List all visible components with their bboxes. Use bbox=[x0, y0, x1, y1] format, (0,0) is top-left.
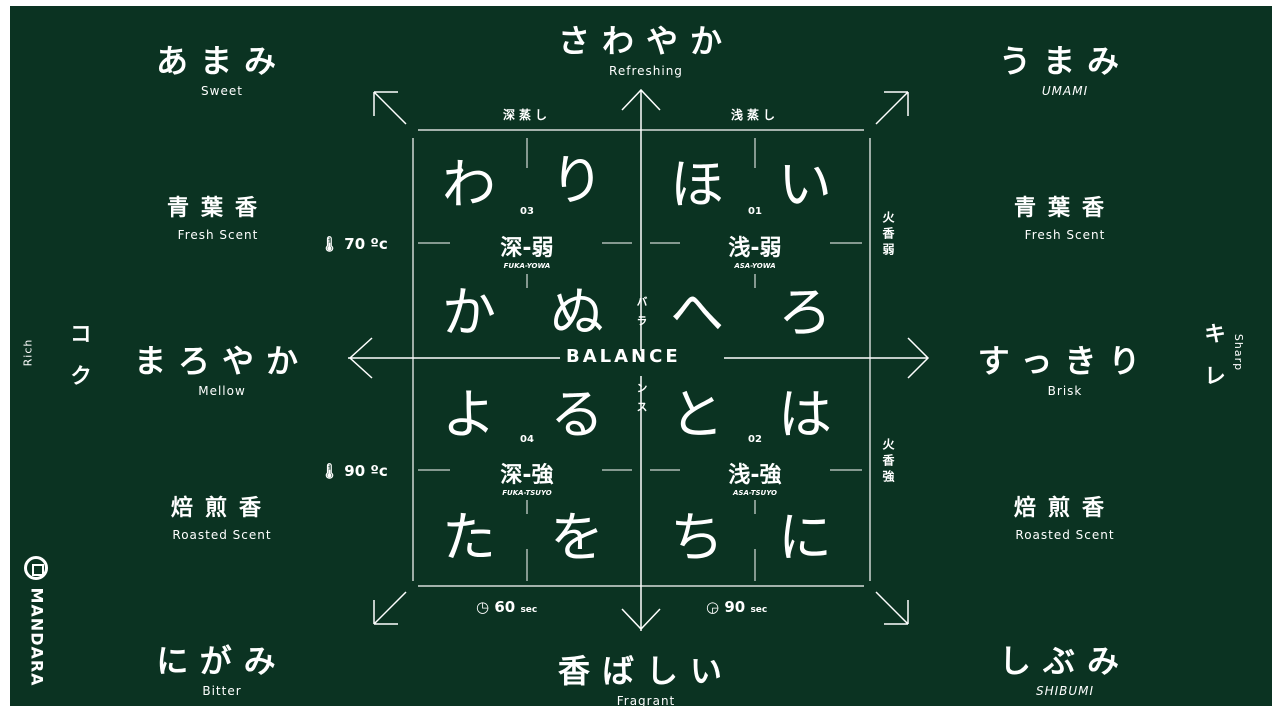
right-label-jp: すっきり bbox=[977, 342, 1153, 380]
corner-br: しぶみ SHIBUMI bbox=[999, 636, 1131, 698]
time-right-unit: sec bbox=[750, 605, 768, 615]
scent-right-bottom: 焙煎香 Roasted Scent bbox=[1014, 490, 1116, 542]
col-header-fukamushi: 深蒸し bbox=[502, 108, 552, 122]
corner-br-jp: しぶみ bbox=[998, 642, 1132, 680]
col-header-asamushi: 浅蒸し bbox=[730, 108, 780, 122]
scent-left-top-jp: 青葉香 bbox=[166, 196, 270, 221]
temp-top-unit: ºc bbox=[370, 235, 388, 253]
balance-jp-upper: バラ bbox=[635, 296, 648, 334]
koku-label: コク bbox=[66, 322, 91, 406]
kana-ho: ほ bbox=[670, 153, 724, 216]
corner-tr: うまみ UMAMI bbox=[999, 36, 1131, 98]
scent-left-top-en: Fresh Scent bbox=[177, 228, 259, 242]
bottom-label-jp: 香ばしい bbox=[557, 652, 735, 690]
temp-top-value: 70 bbox=[344, 235, 366, 253]
corner-tl: あまみ Sweet bbox=[156, 36, 288, 98]
time-right: ◶ 90 sec bbox=[706, 598, 767, 616]
kana-to: と bbox=[670, 383, 724, 446]
corner-tr-jp: うまみ bbox=[998, 42, 1132, 80]
kana-chi: ち bbox=[670, 506, 724, 569]
bottom-label: 香ばしい Fragrant bbox=[558, 646, 734, 706]
clock-icon: ◷ bbox=[476, 598, 490, 616]
kana-he: へ bbox=[670, 281, 724, 344]
kana-ri: り bbox=[550, 149, 604, 212]
kana-ka: か bbox=[442, 281, 496, 344]
quadrant-03-number: 03 bbox=[520, 206, 534, 217]
corner-br-en: SHIBUMI bbox=[1035, 684, 1095, 698]
corner-bl: にがみ Bitter bbox=[156, 636, 287, 698]
left-label-en: Mellow bbox=[198, 384, 246, 398]
quadrant-02-label: 浅-強 bbox=[728, 463, 782, 488]
temp-bottom: 🌡 90 ºc bbox=[320, 462, 388, 480]
left-label: まろやか Mellow bbox=[134, 336, 310, 398]
clock-icon: ◶ bbox=[706, 598, 720, 616]
row-header-hikayowa: 火香弱 bbox=[881, 211, 895, 259]
quadrant-03-label: 深-弱 bbox=[500, 236, 554, 261]
right-label: すっきり Brisk bbox=[978, 336, 1153, 398]
top-label: さわやか Refreshing bbox=[558, 16, 734, 78]
kana-ta: た bbox=[442, 506, 496, 569]
quadrant-01-romaji: ASA-YOWA bbox=[734, 262, 776, 270]
kana-ro: ろ bbox=[778, 281, 832, 344]
scent-right-bottom-jp: 焙煎香 bbox=[1013, 496, 1117, 521]
corner-tl-jp: あまみ bbox=[155, 42, 289, 80]
corner-bl-en: Bitter bbox=[202, 684, 242, 698]
kana-yo: よ bbox=[442, 383, 496, 446]
quadrant-02-romaji: ASA-TSUYO bbox=[732, 489, 778, 497]
scent-right-top: 青葉香 Fresh Scent bbox=[1014, 190, 1116, 242]
thermometer-icon: 🌡 bbox=[320, 462, 340, 480]
arrow-down bbox=[621, 608, 661, 631]
balance-label: BALANCE bbox=[566, 346, 681, 367]
scent-left-bottom-en: Roasted Scent bbox=[172, 528, 272, 542]
time-left-value: 60 bbox=[494, 598, 516, 616]
quadrant-02-number: 02 bbox=[748, 434, 762, 445]
bottom-label-en: Fragrant bbox=[616, 694, 676, 706]
quadrant-04-label: 深-強 bbox=[500, 463, 554, 488]
kana-ha: は bbox=[778, 383, 832, 446]
corner-tr-en: UMAMI bbox=[1041, 84, 1089, 98]
arrow-right bbox=[907, 337, 930, 379]
kana-ni: に bbox=[778, 506, 832, 569]
arrow-left bbox=[348, 337, 373, 379]
mandara-logo-icon bbox=[24, 556, 48, 580]
top-label-en: Refreshing bbox=[609, 64, 683, 78]
temp-bottom-unit: ºc bbox=[370, 462, 388, 480]
balance-jp-lower: ンス bbox=[635, 382, 648, 420]
kana-i: い bbox=[778, 153, 832, 216]
temp-top: 🌡 70 ºc bbox=[320, 235, 388, 253]
rich-label: Rich bbox=[21, 338, 35, 367]
corner-tl-en: Sweet bbox=[201, 84, 243, 98]
quadrant-04-number: 04 bbox=[520, 434, 534, 445]
kire-label: キレ bbox=[1200, 322, 1225, 406]
scent-left-top: 青葉香 Fresh Scent bbox=[167, 190, 269, 242]
corner-bl-jp: にがみ bbox=[156, 642, 288, 680]
right-label-en: Brisk bbox=[1047, 384, 1083, 398]
tea-flavor-chart: さわやか Refreshing 香ばしい Fragrant まろやか Mello… bbox=[10, 6, 1272, 706]
scent-left-bottom-jp: 焙煎香 bbox=[170, 496, 274, 521]
sharp-label: Sharp bbox=[1232, 333, 1246, 372]
kana-ru: る bbox=[550, 383, 604, 446]
scent-right-top-jp: 青葉香 bbox=[1013, 196, 1117, 221]
time-right-value: 90 bbox=[724, 598, 746, 616]
kana-wo: を bbox=[550, 506, 604, 569]
scent-left-bottom: 焙煎香 Roasted Scent bbox=[171, 490, 273, 542]
top-label-jp: さわやか bbox=[557, 22, 735, 60]
scent-right-top-en: Fresh Scent bbox=[1024, 228, 1106, 242]
scent-right-bottom-en: Roasted Scent bbox=[1015, 528, 1115, 542]
axes-and-grid bbox=[348, 88, 930, 631]
time-left: ◷ 60 sec bbox=[476, 598, 537, 616]
row-header-hikatsuyo: 火香強 bbox=[881, 438, 895, 486]
kana-wa: わ bbox=[442, 153, 496, 216]
quadrant-01-label: 浅-弱 bbox=[728, 236, 782, 261]
time-left-unit: sec bbox=[520, 605, 538, 615]
kana-nu: ぬ bbox=[550, 281, 604, 344]
left-label-jp: まろやか bbox=[133, 342, 311, 380]
quadrant-04-romaji: FUKA-TSUYO bbox=[502, 489, 552, 497]
quadrant-01-number: 01 bbox=[748, 206, 762, 217]
quadrant-03-romaji: FUKA-YOWA bbox=[503, 262, 551, 270]
brand-name: MANDARA bbox=[27, 587, 47, 687]
arrow-up bbox=[621, 88, 661, 111]
thermometer-icon: 🌡 bbox=[320, 235, 340, 253]
temp-bottom-value: 90 bbox=[344, 462, 366, 480]
